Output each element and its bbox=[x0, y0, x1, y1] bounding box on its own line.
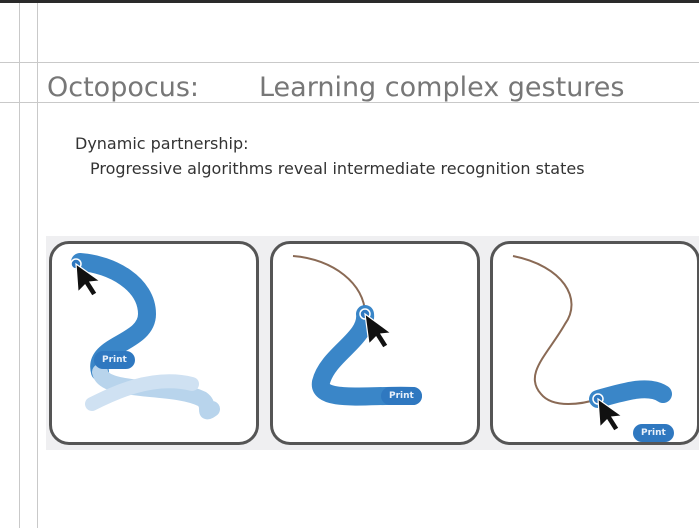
print-label: Print bbox=[633, 424, 674, 442]
gesture-drawing-3 bbox=[512, 255, 672, 432]
gesture-drawing-1 bbox=[70, 253, 220, 420]
title-main: Octopocus: bbox=[47, 72, 199, 103]
bullet-dynamic-partnership: Dynamic partnership: bbox=[75, 134, 249, 153]
gesture-drawing-2 bbox=[292, 255, 422, 406]
title-underline bbox=[0, 102, 699, 103]
slide-top-border bbox=[0, 0, 699, 3]
bullet-progressive-algorithms: Progressive algorithms reveal intermedia… bbox=[90, 159, 585, 178]
print-label: Print bbox=[381, 387, 422, 405]
octopocus-panel-start: Print bbox=[49, 241, 259, 445]
title-subtitle: Learning complex gestures bbox=[258, 72, 625, 103]
octopocus-panel-middle: Print bbox=[270, 241, 480, 445]
octopocus-panel-end: Print bbox=[490, 241, 699, 445]
guide-line-inner bbox=[37, 3, 38, 528]
guide-line-top bbox=[0, 62, 699, 63]
guide-line-left bbox=[19, 3, 20, 528]
print-label: Print bbox=[94, 351, 135, 369]
slide-title: Octopocus: Learning complex gestures bbox=[47, 72, 625, 104]
